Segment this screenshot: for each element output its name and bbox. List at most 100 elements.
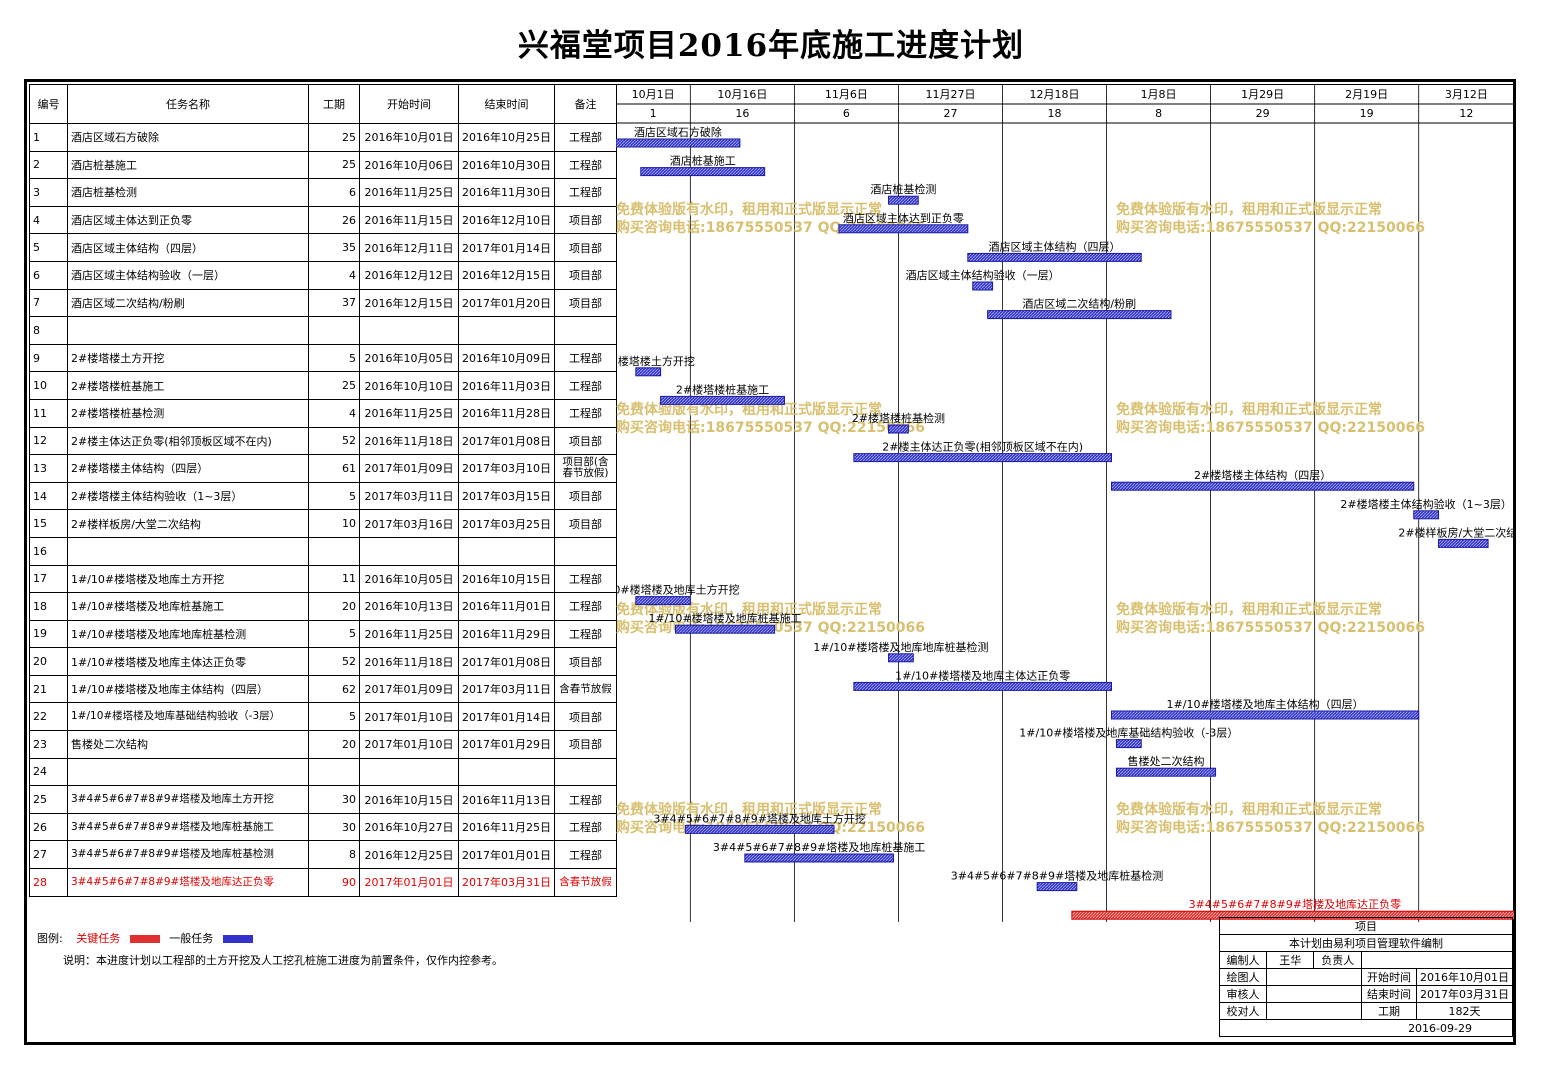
- task-bar[interactable]: [1111, 481, 1415, 491]
- task-bar[interactable]: [640, 167, 766, 177]
- gantt-week-date: 10月16日: [717, 88, 767, 101]
- col-header-id[interactable]: 编号: [29, 84, 68, 124]
- task-note: 项目部: [554, 205, 617, 235]
- task-bar-label: 2#楼塔楼桩基施工: [676, 382, 769, 396]
- task-end: 2016年11月13日: [458, 785, 555, 814]
- footer-checker-label: 校对人: [1218, 1002, 1268, 1020]
- task-id: 5: [29, 233, 68, 262]
- task-note: [554, 757, 617, 787]
- gantt-week-date: 11月27日: [925, 88, 975, 101]
- task-name: 3#4#5#6#7#8#9#塔楼及地库土方开挖: [67, 785, 309, 814]
- task-bar[interactable]: [660, 395, 785, 405]
- gantt-week-day: 6: [843, 107, 850, 120]
- task-bar[interactable]: [616, 138, 741, 148]
- task-end: [458, 316, 555, 345]
- gantt-week-date: 3月12日: [1445, 88, 1488, 101]
- task-end: 2017年01月14日: [458, 233, 555, 262]
- task-end: 2016年10月15日: [458, 564, 555, 594]
- task-bar[interactable]: [888, 424, 909, 434]
- table-row[interactable]: 16: [29, 536, 617, 566]
- task-bar[interactable]: [674, 624, 776, 634]
- task-bar[interactable]: [684, 824, 835, 834]
- col-header-duration[interactable]: 工期: [308, 84, 360, 124]
- task-bar[interactable]: [635, 367, 662, 377]
- task-id: 21: [29, 674, 68, 704]
- task-note: 项目部: [554, 509, 617, 538]
- col-header-start[interactable]: 开始时间: [359, 84, 459, 124]
- task-duration: [308, 757, 360, 787]
- task-bar-label: 1#/10#楼塔楼及地库主体结构（四层）: [1167, 697, 1364, 711]
- gantt-week-date: 2月19日: [1345, 88, 1388, 101]
- task-bar[interactable]: [987, 310, 1172, 320]
- task-bar[interactable]: [1115, 739, 1142, 749]
- task-end: 2016年11月30日: [458, 178, 555, 207]
- task-end: 2016年10月25日: [458, 123, 555, 152]
- task-duration: 4: [308, 260, 360, 290]
- table-row[interactable]: 24: [29, 757, 617, 787]
- task-end: 2016年12月10日: [458, 205, 555, 235]
- page-title: 兴福堂项目2016年底施工进度计划: [517, 28, 1025, 64]
- task-bar[interactable]: [888, 653, 914, 663]
- task-bar[interactable]: [1438, 538, 1489, 548]
- gantt-week-day: 18: [1048, 107, 1062, 120]
- task-duration: 20: [308, 730, 360, 759]
- col-header-note[interactable]: 备注: [554, 84, 617, 124]
- task-bar[interactable]: [1036, 882, 1078, 892]
- task-bar-label: 3#4#5#6#7#8#9#塔楼及地库土方开挖: [653, 811, 866, 825]
- task-id: 8: [29, 316, 68, 345]
- task-name: 2#楼样板房/大堂二次结构: [67, 509, 309, 538]
- task-bar[interactable]: [744, 853, 894, 863]
- task-end: 2017年03月11日: [458, 674, 555, 704]
- task-bar[interactable]: [838, 224, 969, 234]
- task-bar[interactable]: [1115, 767, 1217, 777]
- task-start: 2016年11月18日: [359, 426, 459, 456]
- task-bar[interactable]: [853, 453, 1112, 463]
- task-end: 2017年01月29日: [458, 730, 555, 759]
- task-bar[interactable]: [888, 195, 919, 205]
- task-name: 酒店区域主体达到正负零: [67, 205, 309, 235]
- task-note: 项目部: [554, 481, 617, 511]
- task-bar-label: 酒店区域主体结构（四层）: [989, 239, 1121, 253]
- task-bar[interactable]: [1111, 710, 1420, 720]
- col-header-name[interactable]: 任务名称: [67, 84, 309, 124]
- task-bar[interactable]: [1413, 510, 1440, 520]
- task-id: 26: [29, 812, 68, 842]
- task-name: 1#/10#楼塔楼及地库基础结构验收（-3层）: [67, 702, 309, 732]
- task-start: 2016年10月06日: [359, 150, 459, 180]
- task-name: 酒店区域主体结构（四层）: [67, 233, 309, 262]
- task-bar[interactable]: [853, 681, 1112, 691]
- task-bar[interactable]: [967, 252, 1142, 262]
- table-row[interactable]: 8: [29, 316, 617, 345]
- task-bar-label: 酒店桩基检测: [870, 182, 936, 196]
- task-note: [554, 316, 617, 345]
- task-bar[interactable]: [972, 281, 994, 291]
- col-header-end[interactable]: 结束时间: [458, 84, 555, 124]
- task-note: 项目部: [554, 730, 617, 759]
- task-bar[interactable]: [635, 596, 691, 606]
